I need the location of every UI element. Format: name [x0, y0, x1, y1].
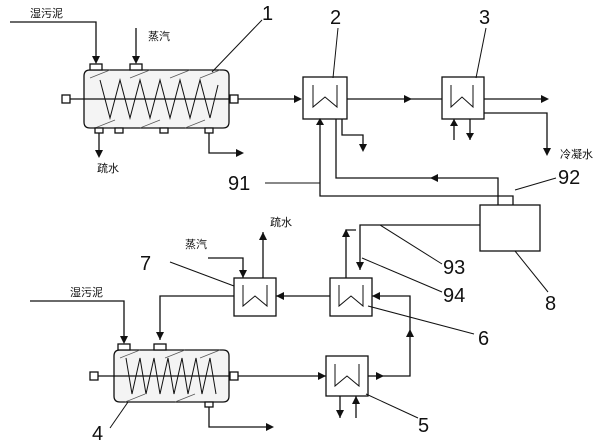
- label-num-7: 7: [140, 253, 151, 275]
- leader-2: [332, 27, 339, 79]
- leader-8: [514, 250, 549, 293]
- vapor-line-to-hx2: [240, 95, 302, 103]
- wet-sludge-label-top: 湿污泥: [30, 7, 63, 20]
- label-num-6: 6: [478, 328, 489, 350]
- leader-93: [379, 224, 443, 265]
- label-num-93: 93: [443, 257, 465, 279]
- condensate-label: 冷凝水: [560, 147, 593, 161]
- line-93: [356, 224, 480, 270]
- steam-inlet-bottom: 蒸汽: [185, 237, 247, 278]
- line-hx7-to-dryer4: [156, 295, 234, 340]
- wet-sludge-inlet-top: 湿污泥: [10, 7, 100, 64]
- label-num-1: 1: [262, 3, 273, 25]
- steam-inlet-top: 蒸汽: [132, 28, 170, 64]
- label-num-4: 4: [92, 423, 103, 444]
- dryer-1-solids-outlet: [208, 133, 244, 157]
- line-hx5-to-hx6: [372, 292, 414, 377]
- heat-exchanger-3: [441, 76, 485, 140]
- dryer-4: [89, 343, 239, 408]
- label-num-8: 8: [545, 293, 556, 315]
- unit-8: [479, 204, 541, 252]
- label-num-5: 5: [418, 415, 429, 437]
- leader-1: [211, 19, 263, 73]
- leader-92: [514, 177, 557, 191]
- leader-4: [109, 401, 129, 429]
- line-dryer4-to-hx5: [238, 372, 326, 380]
- leader-5: [365, 393, 419, 419]
- heat-exchanger-7: [233, 277, 277, 317]
- line-92: [335, 119, 499, 205]
- hx5-right-arrow: [376, 372, 384, 380]
- heat-exchanger-5: [325, 355, 369, 418]
- leader-6: [367, 305, 475, 335]
- leader-3: [475, 27, 487, 79]
- condensate-outlet: 冷凝水: [484, 112, 593, 161]
- label-num-2: 2: [330, 7, 341, 29]
- label-num-94: 94: [443, 285, 465, 307]
- leader-94: [361, 257, 443, 293]
- wet-sludge-label-bottom: 湿污泥: [70, 286, 103, 299]
- label-num-91: 91: [228, 173, 250, 195]
- hx2-bottom-outlet: [341, 119, 367, 152]
- dryer-4-solids-outlet: [208, 407, 274, 431]
- line-hx2-to-hx3: [347, 95, 442, 103]
- hx3-gas-outlet: [484, 95, 549, 103]
- heat-exchanger-6: [329, 277, 373, 317]
- dryer-1: [61, 63, 240, 134]
- heat-exchanger-2: [302, 76, 348, 120]
- leader-7: [169, 261, 235, 287]
- drain-label-mid: 疏水: [270, 215, 292, 229]
- line-94: [342, 229, 356, 278]
- drain-label-top: 疏水: [97, 161, 119, 175]
- drain-outlet-top: 疏水: [95, 133, 119, 175]
- steam-label-top: 蒸汽: [148, 29, 170, 43]
- label-num-3: 3: [479, 7, 490, 29]
- drain-outlet-mid: 疏水: [259, 215, 292, 278]
- wet-sludge-inlet-bottom: 湿污泥: [30, 286, 128, 344]
- line-91: [316, 118, 514, 205]
- steam-label-bottom: 蒸汽: [185, 237, 207, 251]
- line-hx6-to-hx7: [276, 292, 330, 300]
- label-num-92: 92: [558, 167, 580, 189]
